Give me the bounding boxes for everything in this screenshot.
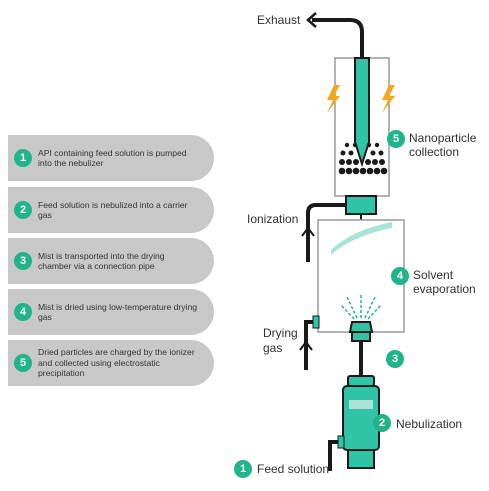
spray-mist bbox=[340, 293, 382, 320]
exhaust-arrow-icon bbox=[306, 12, 317, 28]
connection-pipe-top bbox=[351, 331, 371, 342]
step-card-1: 1 API containing feed solution is pumped… bbox=[8, 135, 214, 181]
drying-gas-inlet bbox=[312, 315, 320, 329]
step-number-badge: 2 bbox=[14, 201, 32, 219]
ionization-label: Ionization bbox=[247, 212, 299, 226]
step-number-badge: 5 bbox=[14, 354, 32, 372]
step-text: Mist is dried using low-temperature dryi… bbox=[38, 301, 198, 323]
pipe-badge: 3 bbox=[386, 350, 404, 368]
feed-badge: 1 bbox=[234, 460, 252, 478]
step-number-badge: 3 bbox=[14, 252, 32, 270]
lightning-icon-right bbox=[382, 85, 395, 113]
drying-gas-pipe bbox=[304, 320, 313, 370]
step-number-badge: 1 bbox=[14, 149, 32, 167]
drying-gas-arrow-icon bbox=[299, 340, 313, 351]
nebulization-label: Nebulization bbox=[396, 417, 463, 431]
step-text: Mist is transported into the drying cham… bbox=[38, 250, 165, 272]
step-number-badge: 4 bbox=[14, 303, 32, 321]
nozzle bbox=[348, 321, 374, 333]
collector-electrode bbox=[354, 57, 370, 168]
lightning-icon-left bbox=[327, 85, 340, 113]
solvent-label: Solvent evaporation bbox=[413, 268, 476, 296]
step-card-2: 2 Feed solution is nebulized into a carr… bbox=[8, 187, 214, 233]
nanoparticle-label: Nanoparticle collection bbox=[409, 131, 477, 159]
ionization-pipe bbox=[306, 203, 346, 262]
step-card-4: 4 Mist is dried using low-temperature dr… bbox=[8, 289, 214, 335]
nebulization-badge: 2 bbox=[373, 414, 391, 432]
nebulizer-highlight bbox=[349, 400, 373, 409]
feed-inlet bbox=[337, 435, 345, 449]
exhaust-label: Exhaust bbox=[257, 13, 301, 27]
chamber-reflection bbox=[331, 222, 392, 255]
exhaust-pipe bbox=[312, 18, 364, 58]
ionization-arrow-icon bbox=[301, 226, 315, 237]
collected-particles bbox=[338, 142, 388, 175]
nebulizer-cap-top bbox=[347, 375, 375, 387]
step-card-3: 3 Mist is transported into the drying ch… bbox=[8, 238, 214, 284]
step-text: Dried particles are charged by the ioniz… bbox=[38, 347, 195, 379]
solvent-badge: 4 bbox=[391, 267, 409, 285]
ionizer-block bbox=[345, 195, 377, 215]
nebulizer-base bbox=[347, 449, 375, 469]
step-text: API containing feed solution is pumped i… bbox=[38, 147, 187, 169]
nanoparticle-badge: 5 bbox=[387, 130, 405, 148]
feed-label: Feed solution bbox=[257, 462, 330, 476]
drying-gas-label: Drying gas bbox=[263, 326, 298, 355]
step-card-5: 5 Dried particles are charged by the ion… bbox=[8, 340, 214, 386]
step-text: Feed solution is nebulized into a carrie… bbox=[38, 199, 188, 221]
